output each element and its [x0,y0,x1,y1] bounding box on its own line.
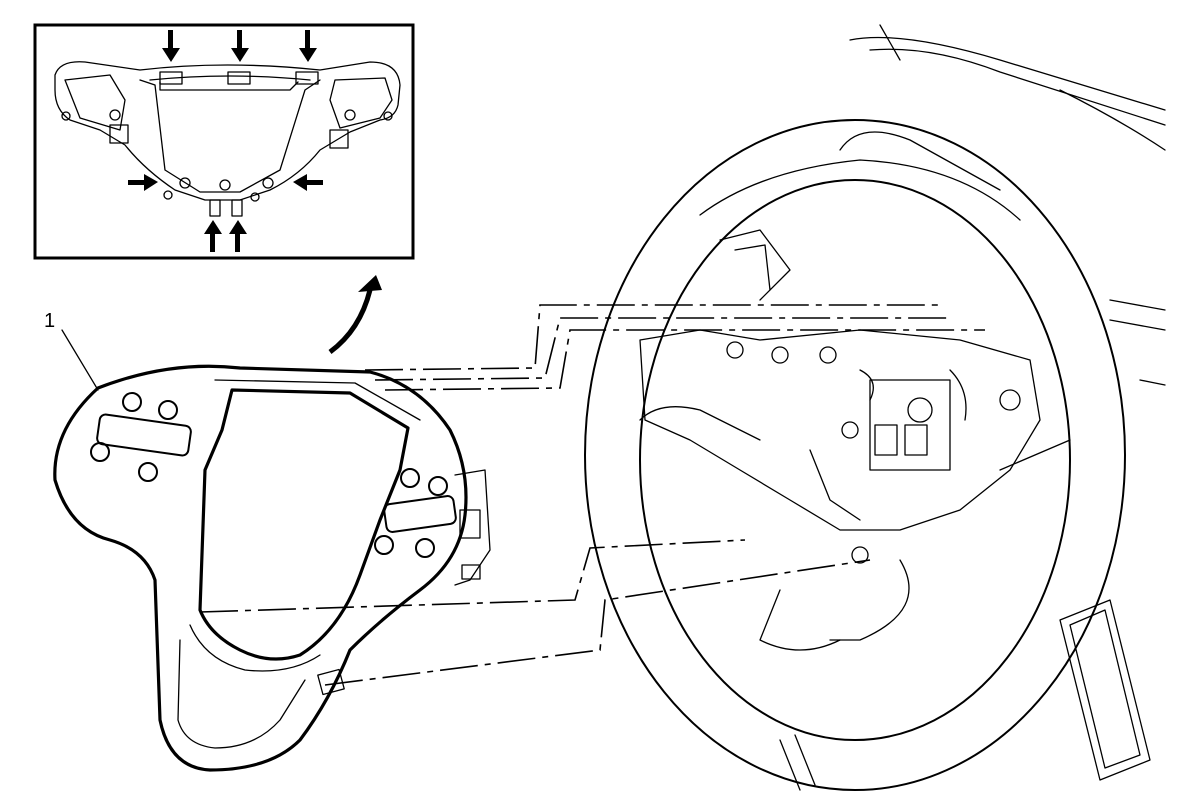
detail-arrow-down-left-icon [162,30,180,62]
detail-arrow-right-icon [128,174,158,191]
detail-arrow-down-center-icon [231,30,249,62]
detail-inset-frame [33,23,415,260]
left-rocker-switch [96,413,192,457]
left-button-top-left [122,392,142,412]
callout-1-leader [61,329,99,391]
left-button-bottom-right [138,462,158,482]
right-button-top-left [400,468,420,488]
right-rocker-switch [383,495,457,533]
accelerator-pedal [1059,599,1151,781]
detail-arrow-up-left-icon [204,220,222,252]
bezel-inner-opening [198,388,410,661]
detail-bezel-outline [54,61,401,201]
detail-arrow-left-icon [293,174,323,191]
detail-arrow-down-right-icon [299,30,317,62]
detail-arrow-up-right-icon [229,220,247,252]
right-button-top-right [428,476,448,496]
left-button-top-right [158,400,178,420]
callout-1-label: 1 [44,310,56,332]
detail-inset [33,23,415,260]
right-button-bottom-right [415,538,435,558]
right-button-bottom-left [374,535,394,555]
steering-wheel-rim [584,119,1126,791]
view-direction-arrow-icon [328,275,382,355]
left-button-bottom-left [90,442,110,462]
steering-wheel-assembly [584,24,1166,791]
steering-wheel-bezel [53,329,491,772]
alignment-lines [199,304,985,686]
steering-wheel-hub [639,329,1041,531]
bezel-outline [53,364,468,772]
